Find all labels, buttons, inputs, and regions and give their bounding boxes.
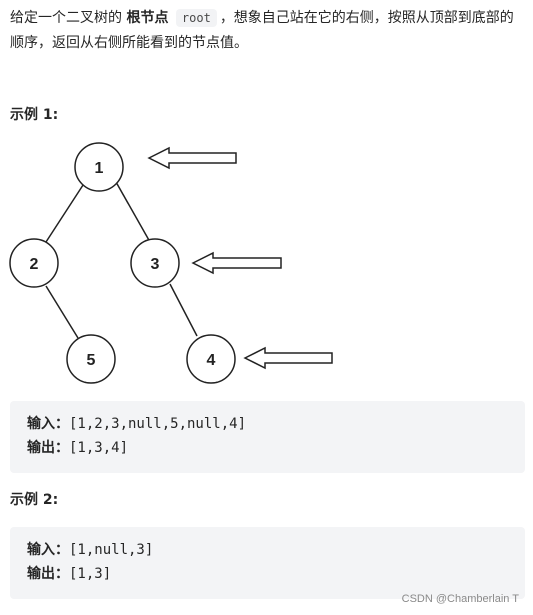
example-1-code-block: 输入：[1,2,3,null,5,null,4] 输出：[1,3,4] xyxy=(10,401,525,473)
desc-part2: ，想象自己站在它的右侧，按照从顶部到底部的顺序，返回从右侧所能看到的节点值。 xyxy=(10,10,514,51)
input-label: 输入： xyxy=(27,542,69,558)
tree-node-2: 2 xyxy=(9,238,59,288)
edge-2-5 xyxy=(45,285,79,339)
arrow-left-icon xyxy=(243,346,333,370)
example-2-title: 示例 2: xyxy=(10,492,59,508)
node-label: 3 xyxy=(151,256,160,273)
edge-3-4 xyxy=(169,283,198,337)
tree-node-3: 3 xyxy=(130,238,180,288)
output-value: [1,3] xyxy=(69,566,112,582)
edge-1-3 xyxy=(115,181,151,243)
output-line: 输出：[1,3,4] xyxy=(27,436,525,460)
input-value: [1,2,3,null,5,null,4] xyxy=(69,416,247,432)
tree-edges xyxy=(45,181,198,339)
output-line: 输出：[1,3] xyxy=(27,562,525,586)
example-1-title: 示例 1: xyxy=(10,107,59,123)
output-value: [1,3,4] xyxy=(69,440,129,456)
tree-node-5: 5 xyxy=(66,334,116,384)
node-label: 2 xyxy=(30,256,39,273)
node-label: 5 xyxy=(87,352,96,369)
input-line: 输入：[1,null,3] xyxy=(27,538,525,562)
inline-code-root: root xyxy=(175,9,217,27)
node-label: 1 xyxy=(95,160,104,177)
tree-node-1: 1 xyxy=(74,142,124,192)
arrow-left-icon xyxy=(147,146,237,170)
binary-tree-diagram: 1 2 3 5 4 xyxy=(9,142,333,384)
edge-1-2 xyxy=(45,181,86,243)
desc-bold-root-node: 根节点 xyxy=(126,10,169,26)
input-line: 输入：[1,2,3,null,5,null,4] xyxy=(27,412,525,436)
input-value: [1,null,3] xyxy=(69,542,154,558)
input-label: 输入： xyxy=(27,416,69,432)
example-2-code-block: 输入：[1,null,3] 输出：[1,3] xyxy=(10,527,525,599)
output-label: 输出： xyxy=(27,566,69,582)
problem-description: 给定一个二叉树的 根节点 root，想象自己站在它的右侧，按照从顶部到底部的顺序… xyxy=(10,6,522,56)
node-label: 4 xyxy=(207,352,216,369)
output-label: 输出： xyxy=(27,440,69,456)
csdn-watermark: CSDN @Chamberlain T xyxy=(401,593,519,605)
desc-part1: 给定一个二叉树的 xyxy=(10,10,122,26)
arrow-left-icon xyxy=(191,251,282,275)
tree-node-4: 4 xyxy=(186,334,236,384)
